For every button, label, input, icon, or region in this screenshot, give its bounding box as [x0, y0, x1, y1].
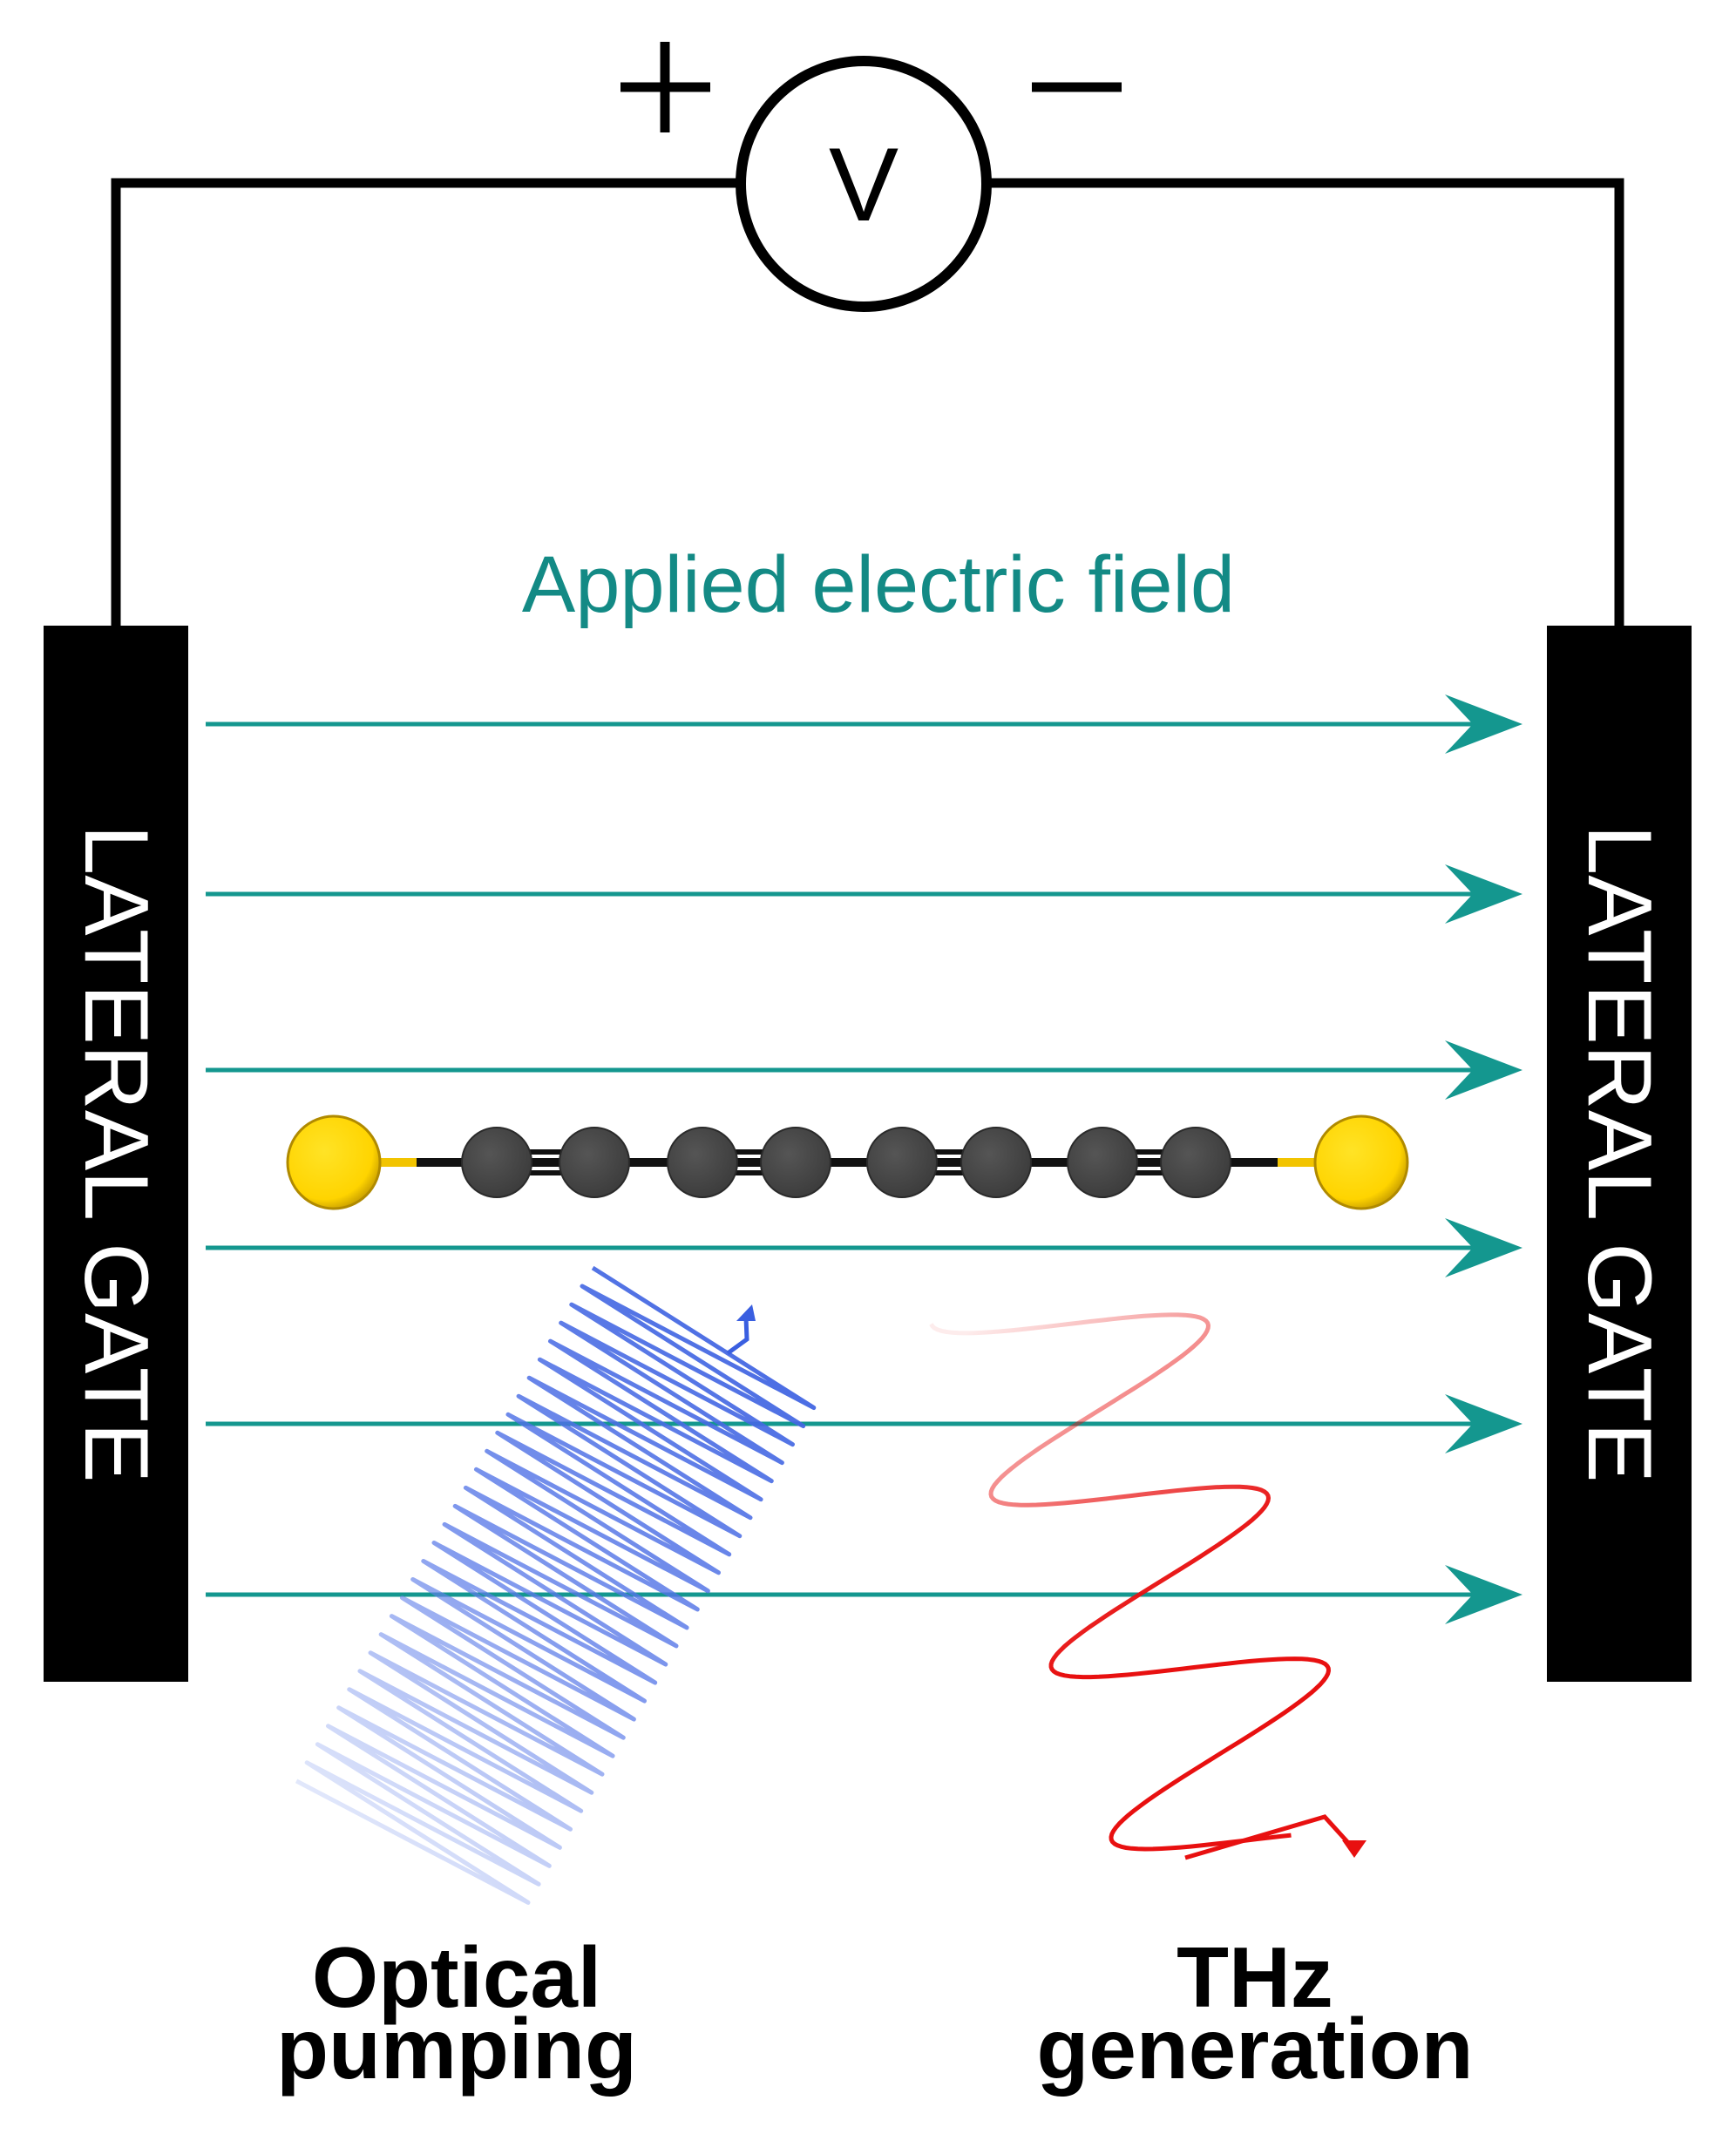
circuit-wires — [111, 178, 1624, 626]
carbon-atoms — [461, 1127, 1231, 1198]
carbon-atom — [1160, 1127, 1231, 1198]
thz-generation-label: THz generation — [1037, 1929, 1474, 2097]
field-arrows — [206, 694, 1522, 1624]
voltmeter: V — [736, 56, 992, 312]
left-gate-bar — [44, 626, 188, 1682]
optical-pumping-label: Optical pumping — [276, 1929, 637, 2097]
plus-sign-icon — [620, 42, 710, 132]
optical-arrow-icon — [736, 1304, 756, 1321]
thz-label-line2: generation — [1037, 2001, 1474, 2097]
field-arrow — [206, 1040, 1522, 1100]
optical-label-line2: pumping — [276, 2001, 637, 2097]
field-arrow — [206, 1394, 1522, 1453]
carbon-atom — [1067, 1127, 1138, 1198]
carbon-atom — [960, 1127, 1032, 1198]
right-gate-bar — [1547, 626, 1692, 1682]
carbon-atom — [866, 1127, 938, 1198]
carbon-atom — [461, 1127, 532, 1198]
carbon-atom — [760, 1127, 831, 1198]
optical-label-line1: Optical — [312, 1929, 601, 2025]
left-wire — [111, 178, 738, 626]
right-end-atom — [1313, 1114, 1409, 1210]
right-wire — [989, 178, 1624, 626]
right-gate: LATERAL GATE — [1547, 626, 1692, 1682]
left-gate-label: LATERAL GATE — [65, 824, 166, 1482]
thz-wave — [929, 1312, 1331, 1852]
voltmeter-label: V — [829, 126, 899, 243]
molecule — [286, 1114, 1409, 1210]
optical-wave-tail — [726, 1317, 749, 1356]
left-gate: LATERAL GATE — [44, 626, 188, 1682]
field-arrow — [206, 864, 1522, 924]
field-arrow — [206, 1565, 1522, 1624]
optical-wave — [295, 1265, 817, 1905]
thz-arrow-icon — [1342, 1840, 1366, 1858]
field-arrow — [206, 694, 1522, 754]
left-end-atom — [286, 1114, 382, 1210]
thz-label-line1: THz — [1177, 1929, 1333, 2025]
carbon-atom — [559, 1127, 630, 1198]
field-arrow — [206, 1218, 1522, 1277]
carbon-atom — [667, 1127, 738, 1198]
thz-wave-tail — [1184, 1814, 1353, 1860]
right-gate-label: LATERAL GATE — [1569, 824, 1670, 1482]
voltmeter-circle — [736, 56, 992, 312]
field-title: Applied electric field — [522, 540, 1235, 629]
